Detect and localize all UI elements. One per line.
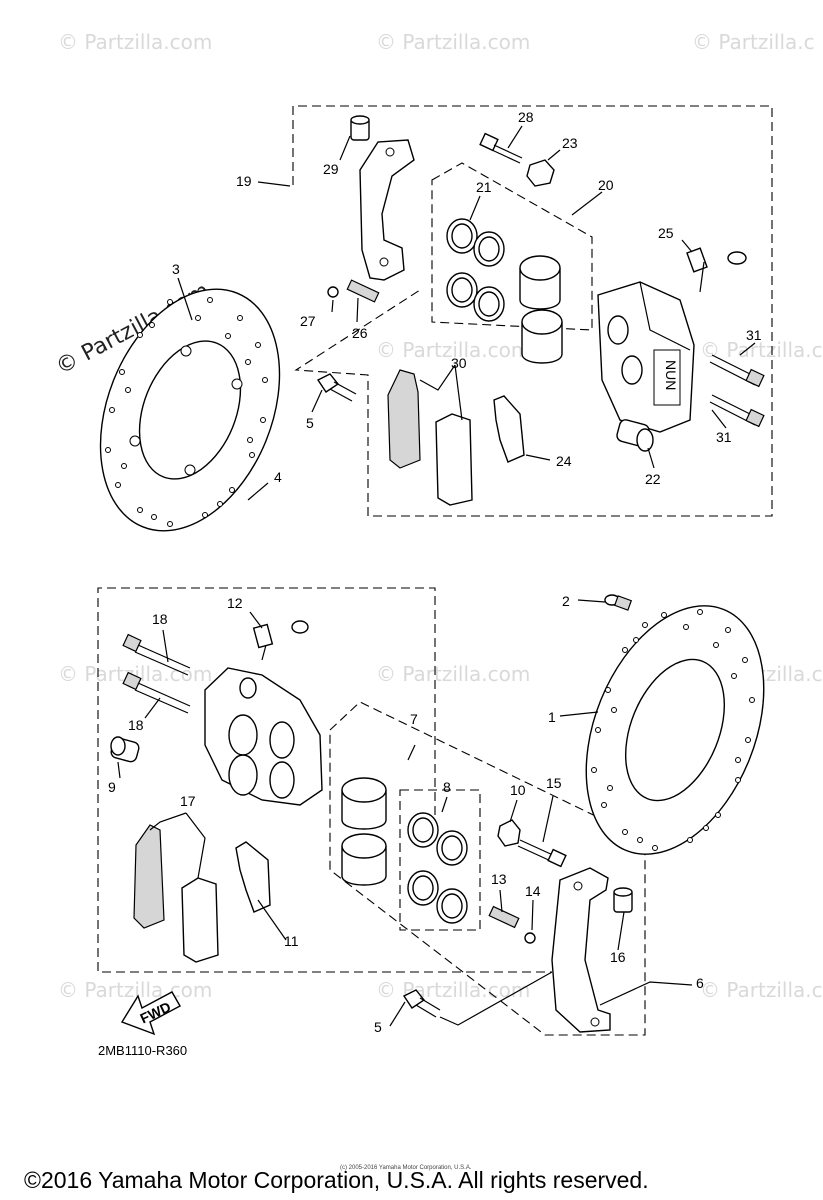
caliper-stamp: NUN xyxy=(663,360,679,390)
diagram-code: 2MB1110-R360 xyxy=(98,1043,188,1058)
hex-nut xyxy=(526,159,555,187)
piston-seal-set xyxy=(446,218,505,322)
watermark: © Partzilla.c xyxy=(700,338,823,362)
part-number-labels: 1 2 3 4 5 5 6 7 8 9 10 11 12 13 14 15 16… xyxy=(108,109,762,1035)
watermark: © Partzilla.com xyxy=(376,30,531,54)
watermark: © Partzilla.com xyxy=(58,978,213,1002)
pin-boot xyxy=(110,736,140,763)
washer xyxy=(524,932,536,944)
hex-nut xyxy=(497,819,521,847)
rear-caliper-body: NUN xyxy=(597,281,695,433)
caliper-piston xyxy=(341,777,387,886)
part-label-5b: 5 xyxy=(374,1019,382,1035)
part-label-31: 31 xyxy=(746,327,762,343)
watermark: © Partzilla.com xyxy=(376,338,531,362)
watermark: © Partzilla.com xyxy=(376,662,531,686)
disc-bolt xyxy=(604,594,633,611)
pin-boot xyxy=(616,419,654,452)
part-label-4: 4 xyxy=(274,469,282,485)
caliper-bracket xyxy=(551,867,611,1033)
part-label-14: 14 xyxy=(525,883,541,899)
bleed-screw xyxy=(252,620,309,661)
part-label-21: 21 xyxy=(476,179,492,195)
part-label-10: 10 xyxy=(510,782,526,798)
pad-shim xyxy=(235,841,271,913)
brake-pad-set xyxy=(387,369,473,506)
part-label-20: 20 xyxy=(598,177,614,193)
part-label-27: 27 xyxy=(300,313,316,329)
caliper-slide-pin xyxy=(709,354,765,428)
part-label-31b: 31 xyxy=(716,429,732,445)
part-label-5: 5 xyxy=(306,415,314,431)
part-label-18b: 18 xyxy=(128,717,144,733)
pad-shim xyxy=(493,395,525,463)
bleed-screw xyxy=(686,247,747,293)
upper-assembly: NUN xyxy=(99,105,773,532)
part-label-2: 2 xyxy=(562,593,570,609)
part-label-13: 13 xyxy=(491,871,507,887)
leader-lines xyxy=(177,125,756,501)
watermark: © Partzilla.c xyxy=(692,30,815,54)
part-label-26: 26 xyxy=(352,325,368,341)
part-label-25: 25 xyxy=(658,225,674,241)
part-label-30: 30 xyxy=(451,355,467,371)
washer xyxy=(327,286,339,298)
caliper-bracket xyxy=(359,139,415,281)
bracket-pin-bolt xyxy=(350,115,370,141)
part-label-9: 9 xyxy=(108,779,116,795)
rear-brake-disc xyxy=(99,288,281,532)
part-label-3: 3 xyxy=(172,261,180,277)
watermark: © Partzilla.com xyxy=(376,978,531,1002)
fine-print: (c) 2005-2016 Yamaha Motor Corporation, … xyxy=(340,1165,472,1171)
copyright-footer: ©2016 Yamaha Motor Corporation, U.S.A. A… xyxy=(24,1167,649,1193)
part-label-29: 29 xyxy=(323,161,339,177)
caliper-piston xyxy=(519,255,563,364)
lower-assembly: FWD xyxy=(97,587,765,1036)
caliper-slide-pin xyxy=(122,633,191,714)
part-label-16: 16 xyxy=(610,949,626,965)
pin-bolt xyxy=(517,839,567,868)
front-caliper-body xyxy=(204,667,323,806)
leader-lines xyxy=(117,599,693,1027)
part-label-28: 28 xyxy=(518,109,534,125)
pin-bolt xyxy=(479,132,523,164)
bracket-pin-bolt xyxy=(613,887,633,913)
part-label-18: 18 xyxy=(152,611,168,627)
part-label-6: 6 xyxy=(696,975,704,991)
part-label-7: 7 xyxy=(410,711,418,727)
part-label-1: 1 xyxy=(548,709,556,725)
part-label-11: 11 xyxy=(284,933,299,949)
bleed-bolt xyxy=(346,279,380,303)
part-label-17: 17 xyxy=(180,793,196,809)
part-label-23: 23 xyxy=(562,135,578,151)
part-label-12: 12 xyxy=(227,595,243,611)
brake-pad-set xyxy=(133,824,219,963)
part-label-8: 8 xyxy=(443,779,451,795)
part-label-15: 15 xyxy=(546,775,562,791)
part-label-24: 24 xyxy=(556,453,572,469)
forward-direction-arrow: FWD xyxy=(120,991,181,1036)
watermark: © Partzilla.com xyxy=(58,30,213,54)
fwd-label: FWD xyxy=(138,998,174,1026)
watermark: © Partzilla.c xyxy=(700,978,823,1002)
piston-seal-set xyxy=(399,789,481,931)
mounting-bolt xyxy=(402,989,441,1018)
front-brake-disc xyxy=(585,605,765,855)
mounting-bolt xyxy=(316,373,357,402)
bleed-bolt xyxy=(488,905,520,929)
part-label-19: 19 xyxy=(236,173,252,189)
part-label-22: 22 xyxy=(645,471,661,487)
